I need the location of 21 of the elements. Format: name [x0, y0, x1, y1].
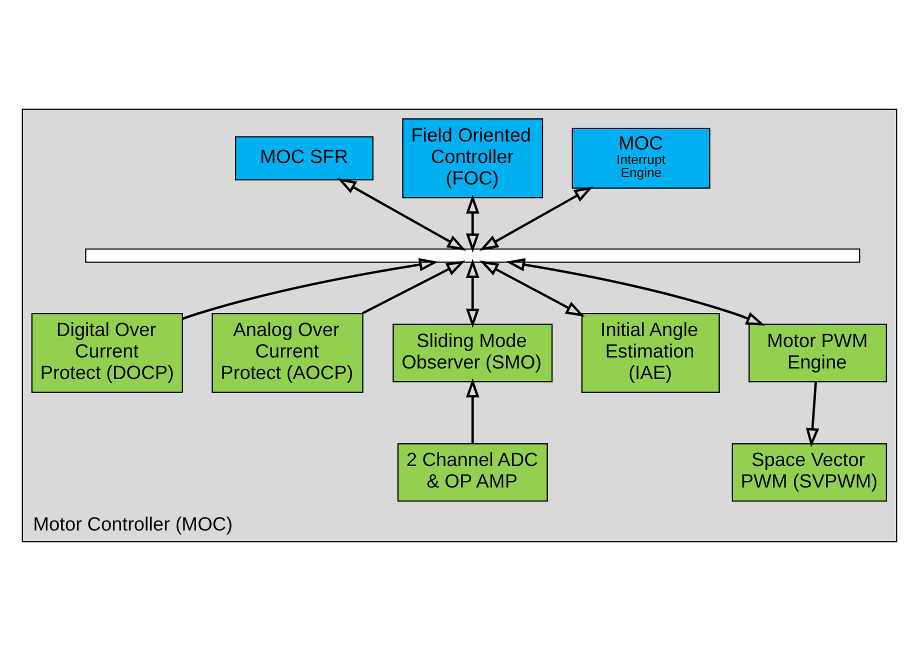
arrow [466, 258, 480, 328]
node-box: MOC Interrupt Engine [572, 127, 710, 188]
arrow [506, 258, 766, 326]
node-box: Motor PWM Engine [748, 323, 888, 382]
node-box: Field Oriented Controller (FOC) [402, 118, 544, 198]
arrow [479, 186, 594, 250]
arrow [806, 381, 820, 447]
node-box: Sliding Mode Observer (SMO) [392, 323, 553, 382]
arrow [337, 178, 466, 250]
node-box: MOC SFR [234, 136, 374, 180]
node-bar [85, 248, 860, 262]
arrow [480, 260, 585, 316]
node-box: Space Vector PWM (SVPWM) [732, 442, 888, 502]
arrow [466, 194, 480, 252]
node-box: Analog Over Current Protect (AOCP) [212, 312, 364, 392]
node-box: Digital Over Current Protect (DOCP) [31, 312, 184, 392]
arrow [182, 258, 438, 320]
node-box: Initial Angle Estimation (IAE) [581, 312, 720, 392]
node-box: 2 Channel ADC & OP AMP [397, 442, 548, 502]
arrow [466, 378, 480, 444]
arrow [362, 260, 466, 314]
